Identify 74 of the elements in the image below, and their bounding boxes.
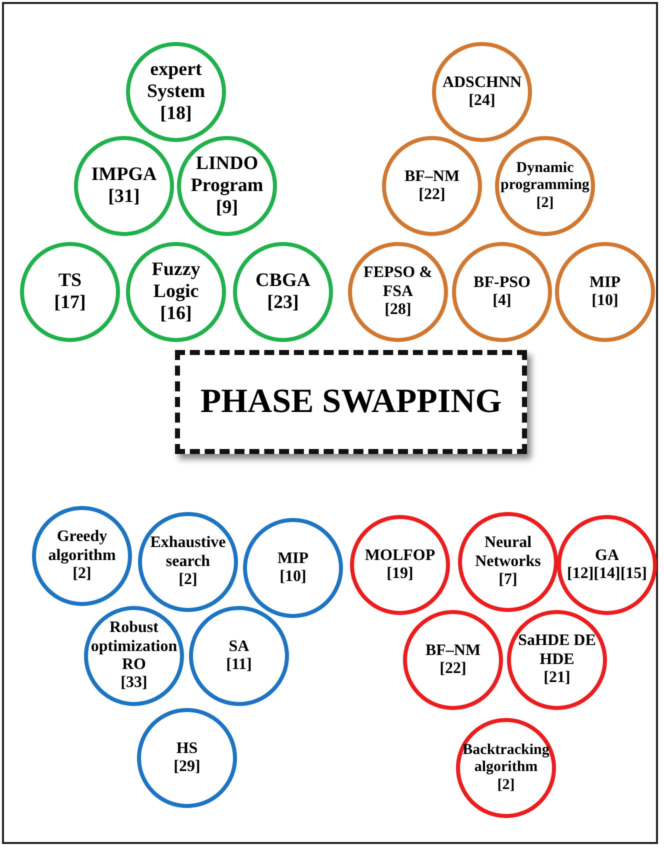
reference-number: [16] xyxy=(160,302,192,325)
method-circle xyxy=(20,242,120,342)
reference-number: [17] xyxy=(54,292,86,314)
method-circle xyxy=(177,136,277,236)
reference-number: [4] xyxy=(492,292,512,310)
method-name: BF–NM xyxy=(404,168,460,186)
method-circle xyxy=(138,512,238,612)
method-name: LINDO Program xyxy=(190,153,264,197)
method-circle xyxy=(456,718,556,818)
reference-number: [28] xyxy=(384,301,412,320)
reference-number: [24] xyxy=(468,92,496,110)
method-name: MIP xyxy=(589,274,621,292)
method-circle xyxy=(243,518,343,618)
reference-number: [2] xyxy=(72,565,92,584)
method-circle xyxy=(126,242,226,342)
method-circle xyxy=(350,515,450,615)
method-name: BF–NM xyxy=(425,642,481,660)
method-circle xyxy=(137,708,237,808)
method-name: BF-PSO xyxy=(474,274,530,292)
reference-number: [22] xyxy=(418,186,446,204)
reference-number: [12][14][15] xyxy=(567,565,647,584)
method-circle xyxy=(74,136,174,236)
reference-number: [19] xyxy=(386,565,414,584)
method-circle xyxy=(507,610,607,710)
method-name: Neural Networks xyxy=(474,534,542,572)
box-title: PHASE SWAPPING xyxy=(200,383,502,421)
method-name: SA xyxy=(228,638,250,656)
method-name: MOLFOP xyxy=(364,546,436,565)
reference-number: [11] xyxy=(226,656,252,674)
reference-number: [2] xyxy=(536,194,554,212)
reference-number: [21] xyxy=(544,669,570,688)
reference-number: [7] xyxy=(498,571,518,590)
method-name: Backtracking algorithm xyxy=(462,742,550,777)
reference-number: [31] xyxy=(108,186,140,208)
method-circle xyxy=(189,606,289,706)
method-circle xyxy=(452,242,552,342)
method-circle xyxy=(555,242,655,342)
method-name: Greedy algorithm xyxy=(47,528,117,566)
method-name: expert System xyxy=(146,59,206,103)
reference-number: [29] xyxy=(174,758,200,776)
method-circle xyxy=(432,42,532,142)
method-circle xyxy=(557,515,657,615)
reference-number: [2] xyxy=(178,571,198,590)
method-circle xyxy=(32,506,132,606)
method-circle xyxy=(382,136,482,236)
reference-number: [22] xyxy=(440,660,466,678)
method-name: MIP xyxy=(277,550,309,568)
method-name: FEPSO & FSA xyxy=(362,264,434,302)
method-circle xyxy=(126,42,226,142)
method-name: SaHDE DE HDE xyxy=(517,632,597,670)
reference-number: [2] xyxy=(497,776,515,794)
method-circle xyxy=(84,606,184,706)
method-name: Dynamic programming xyxy=(500,160,590,195)
method-circle xyxy=(495,136,595,236)
method-circle xyxy=(403,610,503,710)
method-name: TS xyxy=(58,270,82,292)
reference-number: [23] xyxy=(267,292,299,314)
method-circle xyxy=(348,242,448,342)
reference-number: [10] xyxy=(592,292,618,310)
method-name: CBGA xyxy=(256,270,310,292)
title-box xyxy=(175,350,527,454)
method-circle xyxy=(458,512,558,612)
reference-number: [33] xyxy=(120,674,148,693)
method-name: ADSCHNN xyxy=(442,74,522,92)
reference-number: [18] xyxy=(160,102,192,125)
reference-number: [9] xyxy=(216,196,238,219)
method-circle xyxy=(233,242,333,342)
method-name: Fuzzy Logic xyxy=(150,259,202,303)
method-name: IMPGA xyxy=(91,164,157,186)
method-name: HS xyxy=(176,740,198,758)
method-name: Robust optimization RO xyxy=(90,619,178,674)
method-name: GA xyxy=(595,546,619,565)
method-name: Exhaustive search xyxy=(149,534,227,572)
reference-number: [10] xyxy=(280,568,306,586)
